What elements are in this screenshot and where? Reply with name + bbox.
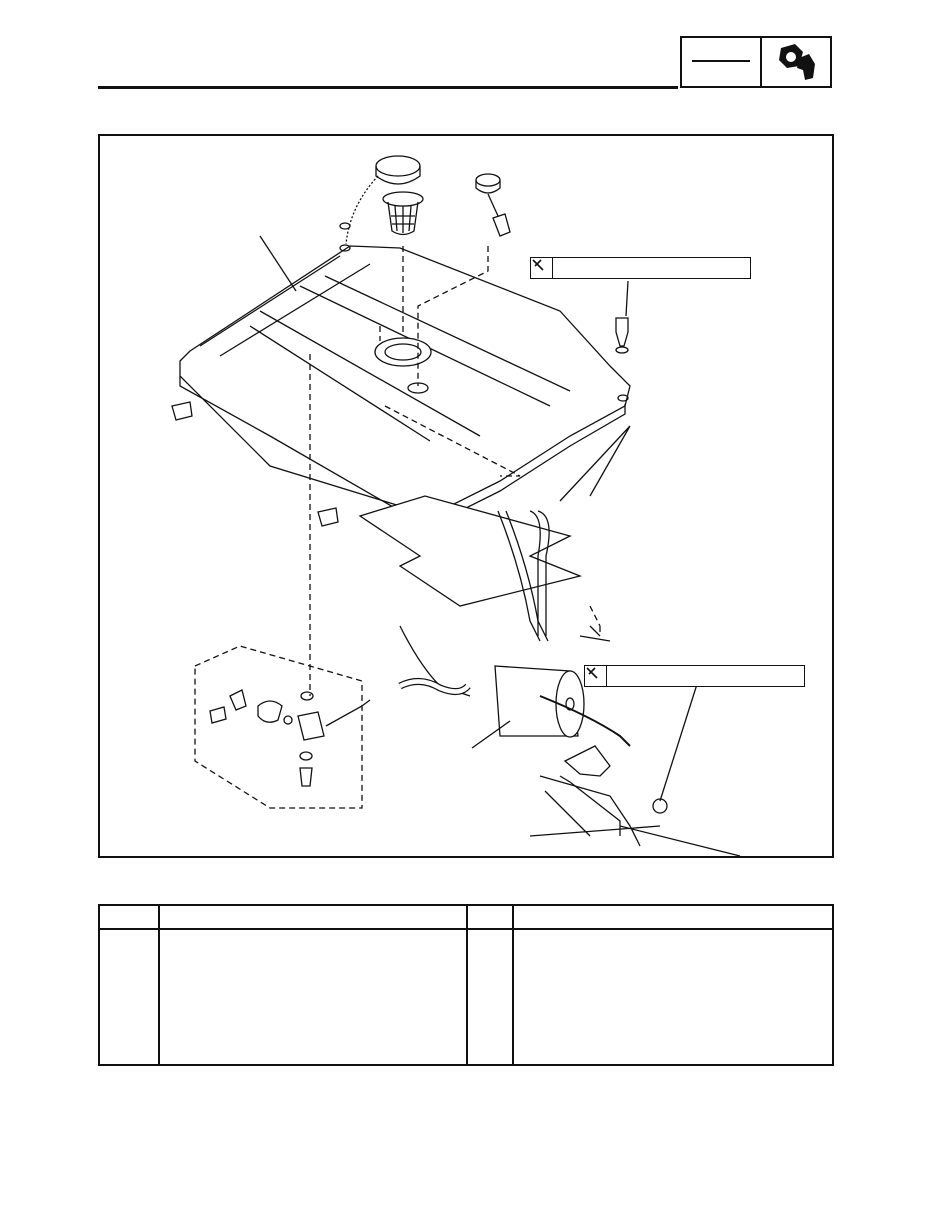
fuel-cock — [297, 711, 325, 741]
tank-mat — [358, 495, 583, 607]
table-col-divider — [466, 906, 468, 1064]
torque-wrench-icon — [585, 666, 607, 686]
parts-table — [98, 904, 834, 1066]
breather-hose — [497, 510, 549, 642]
bolt — [615, 317, 629, 347]
exploded-diagram — [98, 134, 834, 858]
chapter-underline — [692, 60, 750, 62]
torque-spec-upper — [530, 257, 751, 279]
torque-wrench-icon — [531, 258, 553, 278]
filler-neck — [374, 337, 432, 367]
table-col-divider — [512, 906, 514, 1064]
chapter-box — [682, 38, 762, 86]
table-col-divider — [158, 906, 160, 1064]
fuel-cock-group — [194, 645, 363, 809]
torque-spec-lower — [584, 665, 805, 687]
fuel-tank — [179, 245, 631, 517]
damper-center — [317, 507, 339, 527]
fuel-gauge — [475, 173, 501, 187]
fuel-strainer — [382, 191, 424, 207]
canister-bracket — [563, 745, 611, 777]
damper-left — [171, 401, 193, 421]
fuel-cap — [375, 155, 421, 177]
fuel-tank-exploded-view — [171, 155, 741, 856]
wrench-service-icon — [762, 38, 830, 86]
header-rule — [98, 86, 678, 89]
section-badge — [680, 36, 832, 88]
